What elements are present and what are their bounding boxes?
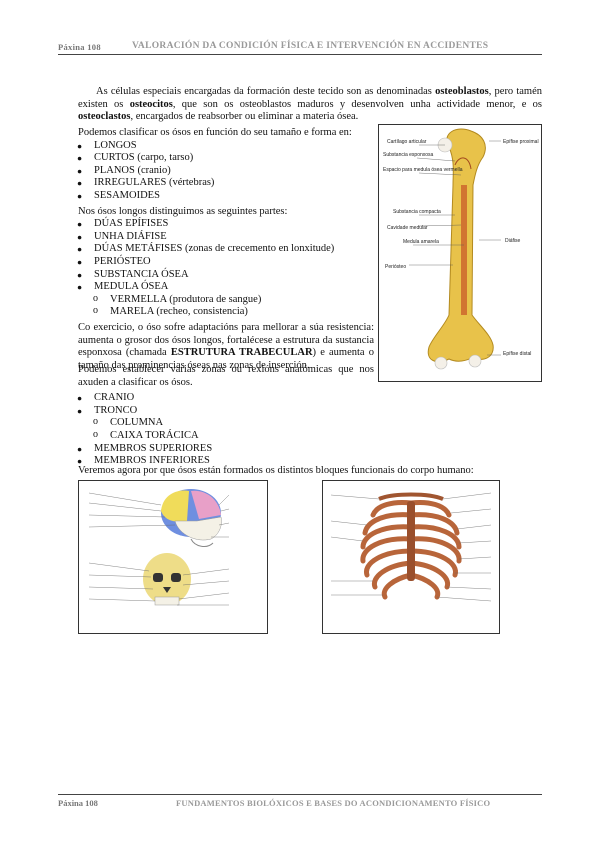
list-item: UNHA DIÁFISE [77, 231, 374, 244]
list-item: COLUMNA [78, 416, 374, 430]
bone-label: Epífise proximal [503, 139, 539, 145]
exercise-adaptation-paragraph: Co exercicio, o óso sofre adaptacións pa… [78, 322, 374, 372]
list-item: VERMELLA (produtora de sangue) [78, 293, 374, 307]
bone-label: Espacio para medula ósea vermella [383, 167, 463, 173]
list-item: IRREGULARES (vértebras) [77, 177, 374, 190]
page-footer: Páxina 108 FUNDAMENTOS BIOLÓXICOS E BASE… [58, 794, 542, 808]
list-item: PERIÓSTEO [77, 256, 374, 269]
term-osteoclastos: osteoclastos [78, 111, 131, 123]
list-item: SUBSTANCIA ÓSEA [77, 269, 374, 282]
header-page-number: Páxina 108 [58, 42, 101, 52]
page-header: Páxina 108 VALORACIÓN DA CONDICIÓN FÍSIC… [58, 40, 542, 55]
long-bone-figure: Cartílago articular Substancia esponxosa… [378, 124, 542, 382]
marrow-types-list: VERMELLA (produtora de sangue) MARELA (r… [78, 293, 374, 319]
regions-list-continued: MEMBROS SUPERIORES MEMBROS INFERIORES [77, 443, 374, 468]
rib-cage-figure [322, 480, 500, 634]
list-item: CRANIO [77, 392, 374, 405]
list-item: TRONCO [77, 405, 374, 418]
term-osteoblastos: osteoblastos [435, 86, 489, 97]
list-item: MEMBROS SUPERIORES [77, 443, 374, 456]
list-item: CURTOS (carpo, tarso) [77, 152, 374, 165]
p1-text-a: As células especiais encargadas da forma… [96, 86, 436, 97]
p1-text-e: , que son os osteoblastos maduros y dese… [172, 98, 542, 110]
list-item: MEDULA ÓSEA [77, 281, 374, 294]
header-title: VALORACIÓN DA CONDICIÓN FÍSICA E INTERVE… [132, 41, 489, 51]
intro-paragraph: As células especiais encargadas da forma… [78, 86, 542, 124]
list-item: MARELA (recheo, consistencia) [78, 305, 374, 319]
regions-intro: Podemos establecer varias zonas ou rexió… [78, 364, 374, 388]
list-item: SESAMOIDES [77, 190, 374, 203]
skull-figure [78, 480, 268, 634]
footer-page-number: Páxina 108 [58, 798, 98, 808]
p4-text-a: Co exercicio, o óso sofre adaptacións pa… [78, 321, 374, 359]
term-osteocitos: osteocitos [129, 98, 173, 110]
classification-intro: Podemos clasificar os ósos en función do… [78, 127, 352, 138]
bone-label: Periósteo [385, 264, 406, 270]
functional-blocks-intro: Veremos agora por que ósos están formado… [78, 465, 474, 476]
bone-label: Epífise distal [503, 351, 531, 357]
bone-label: Medula amarela [403, 239, 439, 245]
list-item: LONGOS [77, 140, 374, 153]
bone-label: Substancia compacta [393, 209, 441, 215]
list-item: DÚAS EPÍFISES [77, 218, 374, 231]
regions-section: Podemos establecer varias zonas ou rexió… [77, 364, 374, 468]
long-bone-parts-intro: Nos ósos longos distinguimos as seguinte… [78, 205, 288, 217]
list-item: CAIXA TORÁCICA [78, 429, 374, 443]
left-column: Podemos clasificar os ósos en función do… [77, 127, 374, 372]
list-item: DÚAS METÁFISES (zonas de crecemento en l… [77, 243, 374, 256]
bone-label: Substancia esponxosa [383, 152, 434, 158]
long-bone-parts-list: DÚAS EPÍFISES UNHA DIÁFISE DÚAS METÁFISE… [77, 218, 374, 294]
footer-title: FUNDAMENTOS BIOLÓXICOS E BASES DO ACONDI… [176, 798, 491, 808]
term-trabecular: ESTRUTURA TRABECULAR [170, 347, 313, 359]
p4-text-c: ) e aumenta o tamaño das prominencias ós… [78, 347, 374, 371]
p1-text-c: , pero tamén existen os [78, 86, 543, 110]
bone-label: Cartílago articular [387, 139, 427, 145]
p1-text-g: , encargados de reabsorber ou eliminar a… [130, 111, 359, 123]
bone-label: Diáfise [505, 238, 521, 244]
skull-illustration [88, 489, 230, 606]
trunk-sub-list: COLUMNA CAIXA TORÁCICA [78, 416, 374, 443]
thorax-illustration [330, 492, 492, 602]
bone-label: Cavidade medular [387, 225, 428, 231]
list-item: PLANOS (cranio) [77, 165, 374, 178]
list-item: MEMBROS INFERIORES [77, 455, 374, 468]
regions-list: CRANIO TRONCO [77, 392, 374, 418]
bone-types-list: LONGOS CURTOS (carpo, tarso) PLANOS (cra… [77, 140, 374, 203]
femur-illustration: Cartílago articular Substancia esponxosa… [383, 128, 539, 370]
